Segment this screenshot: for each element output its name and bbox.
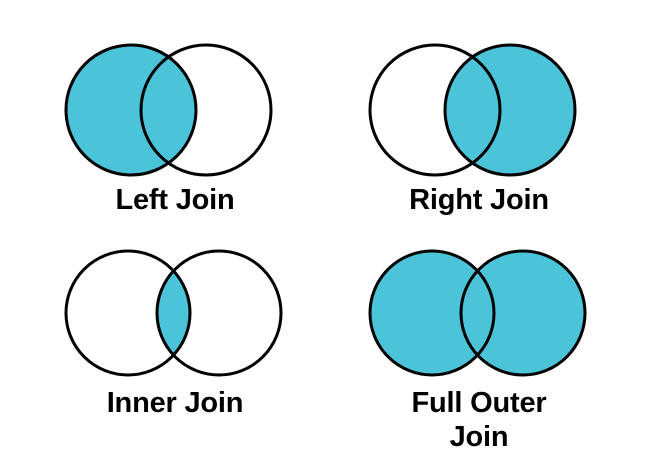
left-circle-outline [368, 249, 496, 377]
right-circle-outline [443, 43, 577, 177]
join-diagram-left-join: Left Join [40, 38, 310, 218]
left-circle-outline [368, 43, 502, 177]
join-label-right-join: Right Join [409, 184, 549, 216]
overlap-lens [445, 45, 500, 175]
join-label-full-outer-join: Full Outer Join [411, 387, 547, 453]
join-label-left-join: Left Join [115, 184, 235, 216]
left-circle-fill [370, 251, 494, 375]
join-label-inner-join: Inner Join [106, 387, 244, 419]
right-circle-outline [155, 249, 283, 377]
join-diagram-inner-join: Inner Join [40, 243, 310, 421]
left-circle-outline [64, 43, 198, 177]
left-circle-fill [66, 251, 190, 375]
join-diagram-full-outer-join: Full Outer Join [344, 243, 614, 455]
venn-svg-full-outer-join [368, 249, 587, 377]
overlap-lens [141, 45, 196, 175]
venn-svg-inner-join [64, 249, 283, 377]
right-circle-outline [459, 249, 587, 377]
right-circle-fill [461, 251, 585, 375]
venn-svg-left-join [64, 43, 273, 177]
left-circle-outline [64, 249, 192, 377]
right-circle-fill [157, 251, 281, 375]
right-circle-outline [139, 43, 273, 177]
join-diagram-right-join: Right Join [344, 38, 614, 218]
venn-svg-right-join [368, 43, 577, 177]
